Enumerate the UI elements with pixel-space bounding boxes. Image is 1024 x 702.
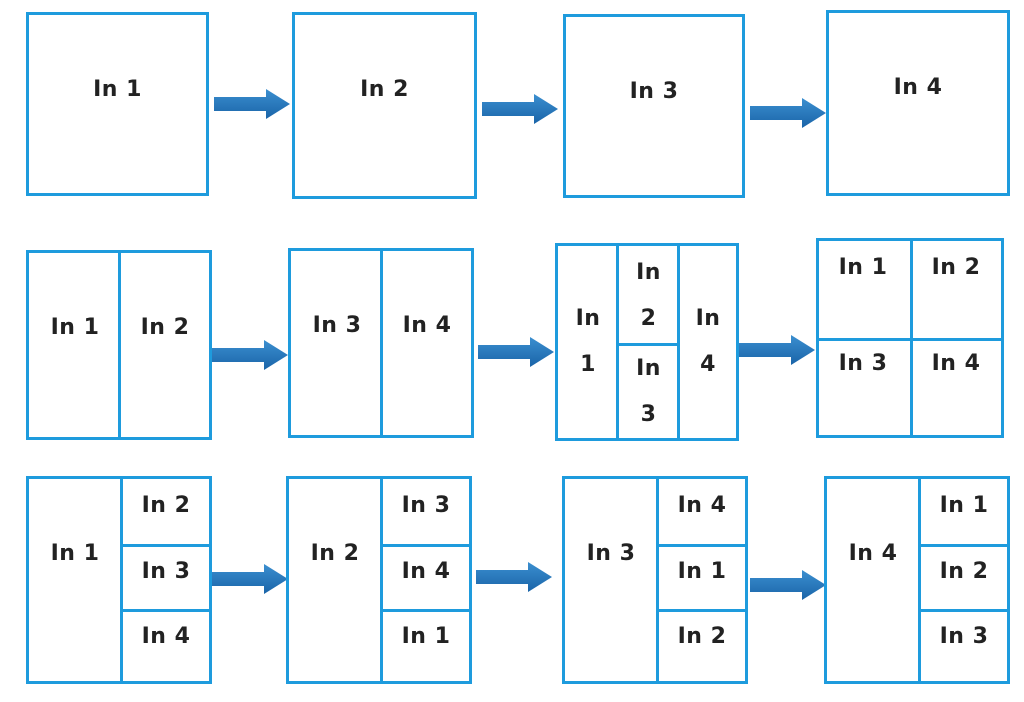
arrow-right-icon [750, 98, 826, 128]
row2-panel4-br: In 4 [931, 351, 981, 376]
row3-panel2-main: In 2 [310, 541, 360, 566]
row3-panel1-s1: In 2 [141, 493, 191, 518]
row3-panel2: In 2 In 3 In 4 In 1 [286, 476, 472, 684]
row2-panel2: In 3 In 4 [288, 248, 474, 438]
row3-panel4-s1: In 1 [939, 493, 989, 518]
divider-vertical [120, 479, 123, 681]
row3-panel1-s3: In 4 [141, 624, 191, 649]
row2-panel3-midbot-a: In [636, 356, 661, 381]
row2-panel2-left: In 3 [312, 313, 362, 338]
row2-panel1-left: In 1 [50, 315, 100, 340]
row1-panel2-label: In 2 [360, 77, 409, 102]
divider-horizontal [120, 609, 209, 612]
row3-panel3: In 3 In 4 In 1 In 2 [562, 476, 748, 684]
divider-vertical [656, 479, 659, 681]
row3-panel3-s2: In 1 [677, 559, 727, 584]
row2-panel3-midbot-b: 3 [640, 402, 657, 427]
divider-horizontal [819, 338, 1001, 341]
row2-panel3-left-b: 1 [580, 352, 596, 377]
row2-panel3-right-b: 4 [700, 352, 716, 377]
row2-panel4: In 1 In 2 In 3 In 4 [816, 238, 1004, 438]
row3-panel4-s2: In 2 [939, 559, 989, 584]
row2-panel4-tr: In 2 [931, 255, 981, 280]
divider-horizontal [616, 343, 677, 346]
divider-vertical [380, 251, 383, 435]
divider-vertical [918, 479, 921, 681]
row1-panel3: In 3 [563, 14, 745, 198]
divider-vertical [380, 479, 383, 681]
arrow-right-icon [478, 337, 554, 367]
row3-panel2-s3: In 1 [401, 624, 451, 649]
arrow-right-icon [214, 89, 290, 119]
divider-vertical [677, 246, 680, 438]
row3-panel1-main: In 1 [50, 541, 100, 566]
row2-panel3-midtop-b: 2 [640, 306, 657, 331]
arrow-right-icon [212, 564, 288, 594]
row3-panel2-s2: In 4 [401, 559, 451, 584]
divider-horizontal [656, 609, 745, 612]
row3-panel3-main: In 3 [586, 541, 636, 566]
row1-panel4: In 4 [826, 10, 1010, 196]
row2-panel3-midtop-a: In [636, 260, 661, 285]
row3-panel1: In 1 In 2 In 3 In 4 [26, 476, 212, 684]
row3-panel4-s3: In 3 [939, 624, 989, 649]
divider-horizontal [380, 609, 469, 612]
divider-horizontal [380, 544, 469, 547]
row2-panel3: In 1 In 2 In 3 In 4 [555, 243, 739, 441]
arrow-right-icon [476, 562, 552, 592]
row1-panel1-label: In 1 [93, 77, 142, 102]
divider-horizontal [918, 544, 1007, 547]
arrow-right-icon [739, 335, 815, 365]
divider-horizontal [656, 544, 745, 547]
row1-panel4-label: In 4 [893, 75, 943, 100]
row1-panel1: In 1 [26, 12, 209, 196]
row2-panel1-right: In 2 [140, 315, 190, 340]
row2-panel3-right-a: In [695, 306, 721, 331]
arrow-right-icon [750, 570, 826, 600]
row3-panel4-main: In 4 [848, 541, 898, 566]
divider-horizontal [918, 609, 1007, 612]
row3-panel4: In 4 In 1 In 2 In 3 [824, 476, 1010, 684]
row3-panel3-s3: In 2 [677, 624, 727, 649]
row2-panel1: In 1 In 2 [26, 250, 212, 440]
divider-vertical [118, 253, 121, 437]
row1-panel2: In 2 [292, 12, 477, 199]
row2-panel4-bl: In 3 [838, 351, 888, 376]
row3-panel2-s1: In 3 [401, 493, 451, 518]
row2-panel2-right: In 4 [402, 313, 452, 338]
row3-panel1-s2: In 3 [141, 559, 191, 584]
arrow-right-icon [212, 340, 288, 370]
row2-panel3-left-a: In [575, 306, 601, 331]
row3-panel3-s1: In 4 [677, 493, 727, 518]
row2-panel4-tl: In 1 [838, 255, 888, 280]
divider-horizontal [120, 544, 209, 547]
divider-vertical [616, 246, 619, 438]
arrow-right-icon [482, 94, 558, 124]
row1-panel3-label: In 3 [629, 79, 679, 104]
